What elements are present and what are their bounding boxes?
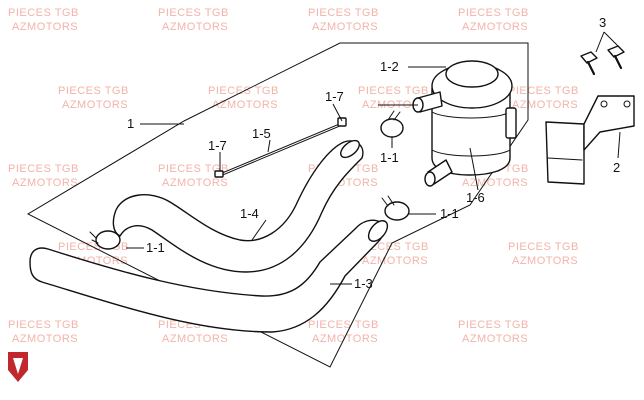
- hose-lower-end: [367, 220, 389, 242]
- clamp-b: [381, 195, 410, 221]
- watermark-text: AZMOTORS: [212, 99, 278, 111]
- clip-left: [214, 170, 224, 178]
- watermark-text: AZMOTORS: [312, 21, 378, 33]
- callout-canister: 1-6: [466, 190, 485, 205]
- clamp-a: [380, 110, 404, 138]
- callout-clip-top: 1-7: [325, 89, 344, 104]
- watermark-text: AZMOTORS: [162, 333, 228, 345]
- rod-highlight: [219, 123, 343, 176]
- hose-upper-end: [340, 139, 360, 159]
- callout-rod: 1-5: [252, 126, 271, 141]
- watermark-text: AZMOTORS: [462, 333, 528, 345]
- watermark-text: AZMOTORS: [162, 21, 228, 33]
- callout-clamp-a: 1-1: [380, 150, 399, 165]
- watermark-text: PIECES TGB: [458, 7, 529, 19]
- callout-assembly: 1: [127, 116, 134, 131]
- watermark-text: AZMOTORS: [12, 21, 78, 33]
- watermark-text: PIECES TGB: [8, 163, 79, 175]
- watermark-text: AZMOTORS: [462, 21, 528, 33]
- callout-clamp-c: 1-1: [146, 240, 165, 255]
- clip-top: [337, 117, 347, 127]
- watermark-text: AZMOTORS: [312, 333, 378, 345]
- watermark-text: AZMOTORS: [462, 177, 528, 189]
- canister-assembly: [412, 60, 517, 187]
- watermark-text: PIECES TGB: [458, 319, 529, 331]
- callout-cap: 1-2: [380, 59, 399, 74]
- watermark-text: PIECES TGB: [508, 85, 579, 97]
- callout-bracket: 2: [613, 160, 620, 175]
- watermark-text: PIECES TGB: [508, 241, 579, 253]
- callout-hose-upper: 1-4: [240, 206, 259, 221]
- watermark-text: PIECES TGB: [358, 85, 429, 97]
- watermark-text: AZMOTORS: [362, 255, 428, 267]
- callout-bolts: 3: [599, 15, 606, 30]
- watermark-text: AZMOTORS: [12, 177, 78, 189]
- watermark-text: PIECES TGB: [158, 7, 229, 19]
- watermark-text: AZMOTORS: [162, 177, 228, 189]
- leader-lines: [126, 31, 621, 285]
- watermark-text: PIECES TGB: [308, 319, 379, 331]
- shield-logo-icon: [8, 352, 28, 382]
- watermark-text: PIECES TGB: [158, 163, 229, 175]
- canister-tab: [505, 107, 517, 139]
- assembly-outline: [26, 42, 529, 368]
- bracket: [545, 95, 635, 185]
- watermark-text: PIECES TGB: [8, 319, 79, 331]
- callout-hose-lower: 1-3: [354, 276, 373, 291]
- watermark-text: AZMOTORS: [512, 255, 578, 267]
- watermark-text: AZMOTORS: [12, 333, 78, 345]
- watermark-text: AZMOTORS: [62, 99, 128, 111]
- canister-body: [431, 87, 511, 176]
- watermark-text: PIECES TGB: [8, 7, 79, 19]
- cap-top: [445, 60, 499, 88]
- watermark-text: PIECES TGB: [308, 7, 379, 19]
- clamp-c: [89, 230, 121, 250]
- callout-clamp-b: 1-1: [440, 206, 459, 221]
- callout-clip-left: 1-7: [208, 138, 227, 153]
- watermark-text: PIECES TGB: [58, 85, 129, 97]
- hose-upper: [112, 140, 364, 273]
- watermark-text: AZMOTORS: [512, 99, 578, 111]
- bolts: [580, 45, 625, 76]
